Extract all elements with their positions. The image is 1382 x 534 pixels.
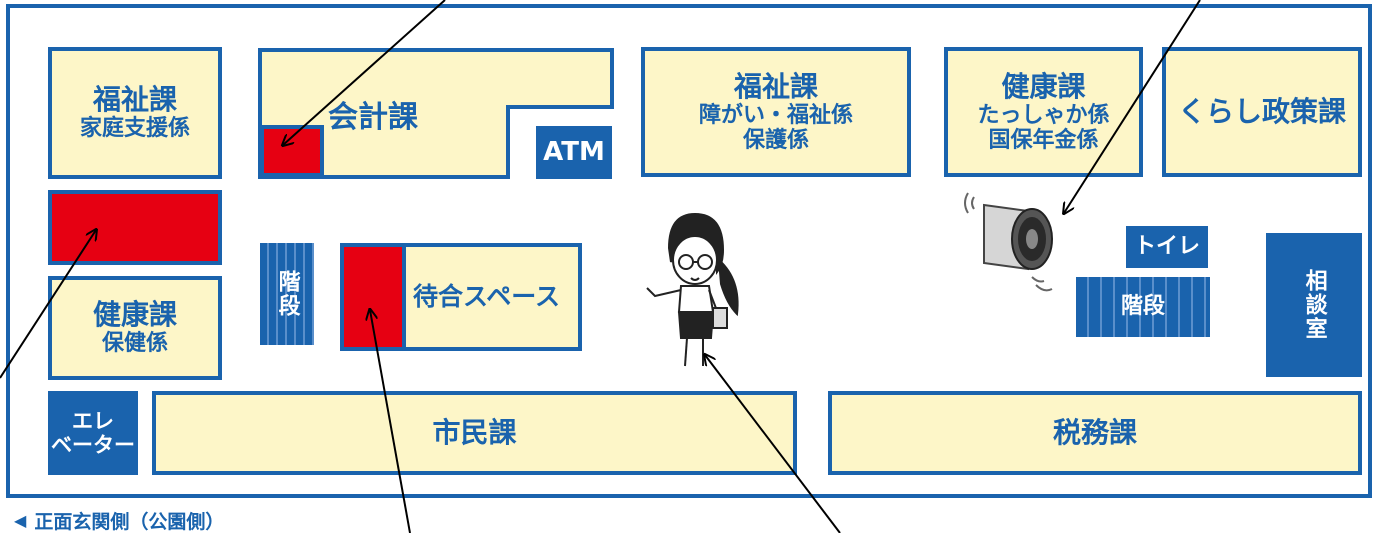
room-fukushi-katei[interactable]: 福祉課 家庭支援係 <box>48 47 222 179</box>
room-line1: たっしゃか係 <box>977 102 1110 128</box>
room-title: 市民課 <box>432 415 517 449</box>
arrow-to-left-area <box>0 230 96 379</box>
room-line2: 国保年金係 <box>988 128 1099 154</box>
room-title: 待合スペース <box>412 281 560 311</box>
arrow-to-guide <box>705 355 841 533</box>
room-shimin[interactable]: 市民課 <box>152 391 797 475</box>
room-kenko-hoken[interactable]: 健康課 保健係 <box>48 276 222 380</box>
room-line2: 保護係 <box>742 128 809 154</box>
room-title: 健康課 <box>92 298 177 332</box>
highlight-area-left <box>48 190 222 265</box>
room-kaikei-label[interactable]: 会計課 <box>328 100 418 135</box>
room-line1: 障がい・福祉係 <box>698 102 853 128</box>
room-subtitle: 保健係 <box>101 331 168 357</box>
elevator-line1: エレ <box>72 408 114 433</box>
room-fukushi-shogai[interactable]: 福祉課 障がい・福祉係 保護係 <box>641 47 911 177</box>
sodan-label: 相談室 <box>1301 269 1327 341</box>
entrance-label: ◀ 正面玄関側（公園側） <box>14 507 224 534</box>
room-subtitle: 家庭支援係 <box>79 116 190 142</box>
highlight-area-machiai <box>340 243 406 351</box>
room-zeimu[interactable]: 税務課 <box>828 391 1362 475</box>
room-kenko-tasshaka[interactable]: 健康課 たっしゃか係 国保年金係 <box>944 47 1143 177</box>
room-kurashi[interactable]: くらし政策課 <box>1162 47 1362 177</box>
toilet[interactable]: トイレ <box>1126 226 1208 268</box>
entrance-text: 正面玄関側（公園側） <box>34 511 225 533</box>
room-title: 福祉課 <box>92 83 177 117</box>
stairs-left-label: 階段 <box>274 270 300 318</box>
triangle-left-icon: ◀ <box>14 511 27 530</box>
room-title: 税務課 <box>1052 415 1137 449</box>
toilet-label: トイレ <box>1133 234 1200 260</box>
stairs-right[interactable]: 階段 <box>1076 277 1210 337</box>
room-title: くらし政策課 <box>1177 94 1346 128</box>
room-sodan[interactable]: 相談室 <box>1266 233 1362 377</box>
atm[interactable]: ATM <box>536 126 612 179</box>
stairs-right-label: 階段 <box>1120 294 1165 320</box>
atm-label: ATM <box>543 136 605 167</box>
arrow-to-speaker <box>1064 0 1201 213</box>
elevator[interactable]: エレ ベーター <box>48 391 138 475</box>
arrow-to-machiai <box>370 310 411 533</box>
room-title: 健康課 <box>1001 69 1086 103</box>
room-title: 福祉課 <box>733 69 818 103</box>
arrow-to-kaikei <box>283 0 446 145</box>
stairs-left[interactable]: 階段 <box>260 243 314 345</box>
elevator-line2: ベーター <box>51 433 135 457</box>
highlight-area-kaikei <box>260 125 324 177</box>
